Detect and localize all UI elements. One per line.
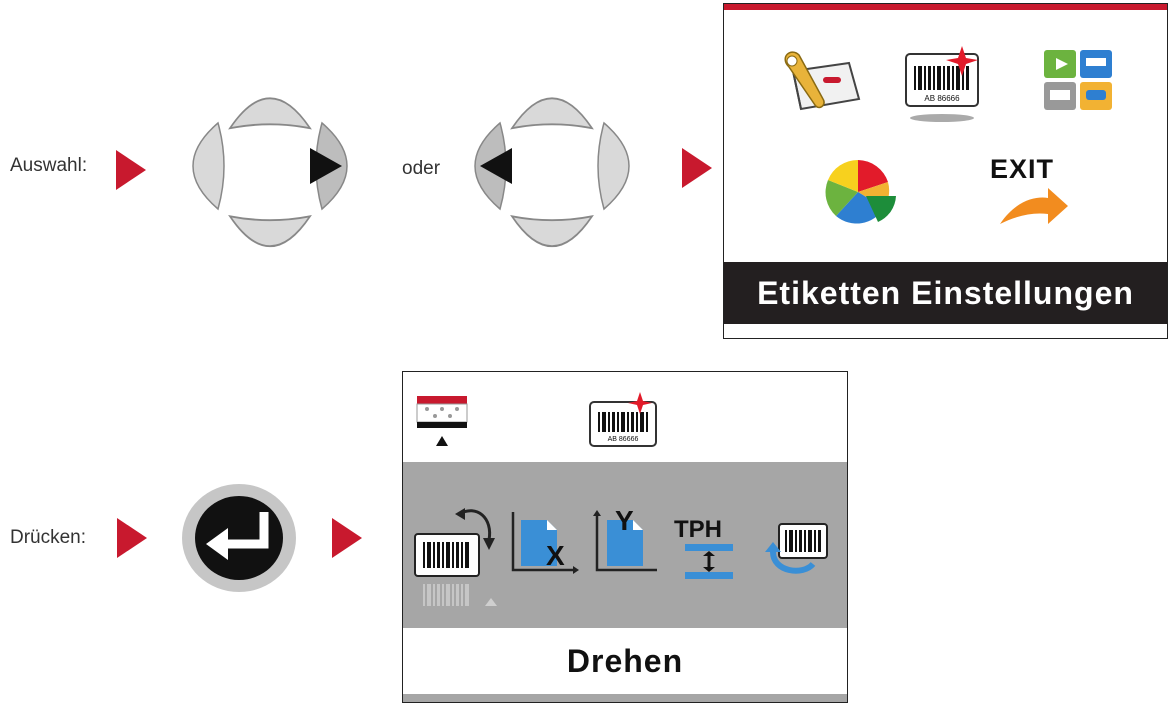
pointer-arrow-2 (682, 148, 712, 188)
label-settings-icon[interactable]: AB 86666 (902, 46, 990, 126)
tph-icon[interactable] (683, 542, 735, 582)
dpad-up-key[interactable] (510, 97, 594, 130)
label-sensor-icon (416, 396, 468, 446)
exit-arrow-icon[interactable] (996, 184, 1072, 230)
dpad-right-key[interactable] (597, 121, 630, 211)
label-settings-small-icon: AB 86666 (589, 392, 657, 447)
x-offset-letter: X (546, 540, 565, 571)
tph-label: TPH (674, 516, 722, 543)
menu-caption-bar: Etiketten Einstellungen (724, 262, 1167, 324)
dpad-left-key[interactable] (192, 121, 225, 211)
y-offset-letter: Y (615, 505, 634, 536)
tools-settings-icon[interactable] (779, 49, 863, 119)
dpad-down-key[interactable] (228, 214, 312, 248)
statistics-pie-icon[interactable] (822, 156, 902, 226)
druecken-label: Drücken: (10, 527, 87, 548)
pointer-arrow-4 (332, 518, 362, 558)
oder-label: oder (402, 158, 441, 179)
reprint-icon[interactable] (763, 522, 833, 582)
x-offset-icon[interactable] (507, 510, 579, 580)
interface-settings-icon[interactable] (1042, 48, 1114, 112)
enter-key-button[interactable] (180, 482, 298, 594)
y-offset-icon[interactable] (591, 510, 663, 580)
lcd-screen-main-menu: AB 86666 EXIT Etiketten Einstellungen (723, 3, 1168, 339)
barcode-caption: AB 86666 (924, 94, 960, 103)
right-triangle-icon (310, 148, 342, 184)
dpad-down-key[interactable] (510, 214, 594, 248)
exit-label: EXIT (990, 154, 1055, 184)
dpad-up-key[interactable] (228, 97, 312, 130)
enter-key-icon (226, 512, 269, 549)
left-triangle-icon (480, 148, 512, 184)
pointer-arrow-3 (117, 518, 147, 558)
dpad-left (474, 97, 630, 248)
dpad-right (192, 97, 348, 248)
menu-caption: Drehen (566, 643, 684, 679)
barcode-caption-small: AB 86666 (608, 436, 639, 443)
auswahl-label: Auswahl: (10, 155, 88, 176)
lcd-screen-label-menu: AB 86666 X (402, 371, 848, 703)
bottom-strip (403, 694, 847, 702)
top-accent-bar (724, 4, 1167, 10)
rotate-label-icon[interactable] (411, 504, 501, 616)
pointer-arrow-1 (116, 150, 146, 190)
